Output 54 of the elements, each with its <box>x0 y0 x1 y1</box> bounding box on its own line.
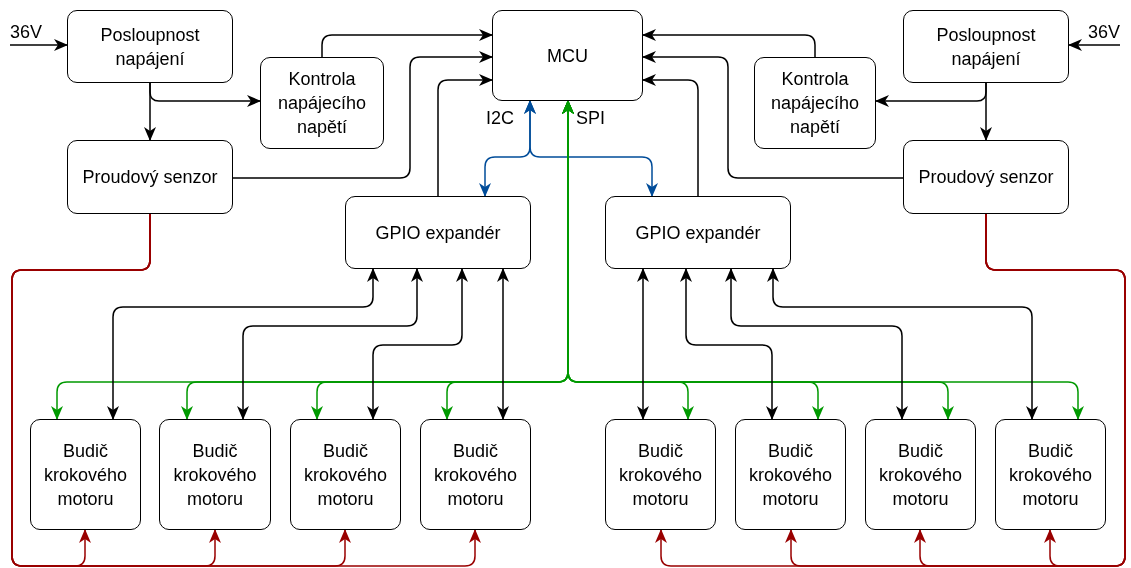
process-box <box>159 419 271 530</box>
connector-arrow <box>562 100 1084 420</box>
connector-arrow <box>642 29 816 58</box>
box-label: Proudový senzor <box>918 166 1054 189</box>
box-label: Budič krokového motoru <box>617 439 704 511</box>
box-label: GPIO expandér <box>635 221 761 245</box>
box-label: Posloupnost napájení <box>99 23 201 71</box>
process-box <box>903 140 1069 214</box>
process-box <box>735 419 846 530</box>
box-label: Budič krokového motoru <box>1007 439 1094 511</box>
box-label: Budič krokového motoru <box>42 439 129 511</box>
connector-arrow <box>321 29 493 58</box>
connector-arrow <box>107 268 379 420</box>
connector-arrow <box>497 268 509 420</box>
box-label: Budič krokového motoru <box>172 439 258 511</box>
connector-arrow <box>680 268 778 420</box>
connector-arrow <box>237 268 423 420</box>
box-label: Kontrola napájecího napětí <box>276 68 368 139</box>
box-label: Budič krokového motoru <box>302 439 389 511</box>
connector-arrow <box>524 100 658 197</box>
connector-arrow <box>642 74 699 197</box>
process-box <box>865 419 976 530</box>
connector-arrow <box>1068 39 1121 51</box>
box-label: Budič krokového motoru <box>747 439 834 511</box>
process-box <box>67 140 233 214</box>
connector-arrow <box>637 268 649 420</box>
process-box <box>903 10 1069 83</box>
connector-arrow <box>9 39 68 51</box>
box-label: Budič krokového motoru <box>877 439 964 511</box>
connector-arrow <box>149 82 261 107</box>
connector-arrow <box>367 268 468 420</box>
process-box <box>420 419 531 530</box>
box-label: Proudový senzor <box>82 166 218 189</box>
process-box <box>30 419 141 530</box>
process-box <box>345 196 531 269</box>
connector-arrow <box>642 51 904 179</box>
box-label: GPIO expandér <box>375 221 501 245</box>
connector-arrow <box>437 74 493 197</box>
box-label: Posloupnost napájení <box>935 23 1037 71</box>
box-label: MCU <box>547 44 588 68</box>
connector-arrow <box>232 51 493 179</box>
process-box <box>492 10 643 101</box>
process-box <box>67 10 233 83</box>
box-label: Kontrola napájecího napětí <box>769 68 861 139</box>
process-box <box>995 419 1106 530</box>
process-box <box>260 57 384 149</box>
connector-arrow <box>767 268 1038 420</box>
process-box <box>290 419 401 530</box>
connector-arrow <box>725 268 908 420</box>
box-label: Budič krokového motoru <box>432 439 519 511</box>
process-box <box>754 57 876 149</box>
connector-arrow <box>875 82 987 107</box>
process-box <box>605 419 716 530</box>
process-box <box>605 196 791 269</box>
